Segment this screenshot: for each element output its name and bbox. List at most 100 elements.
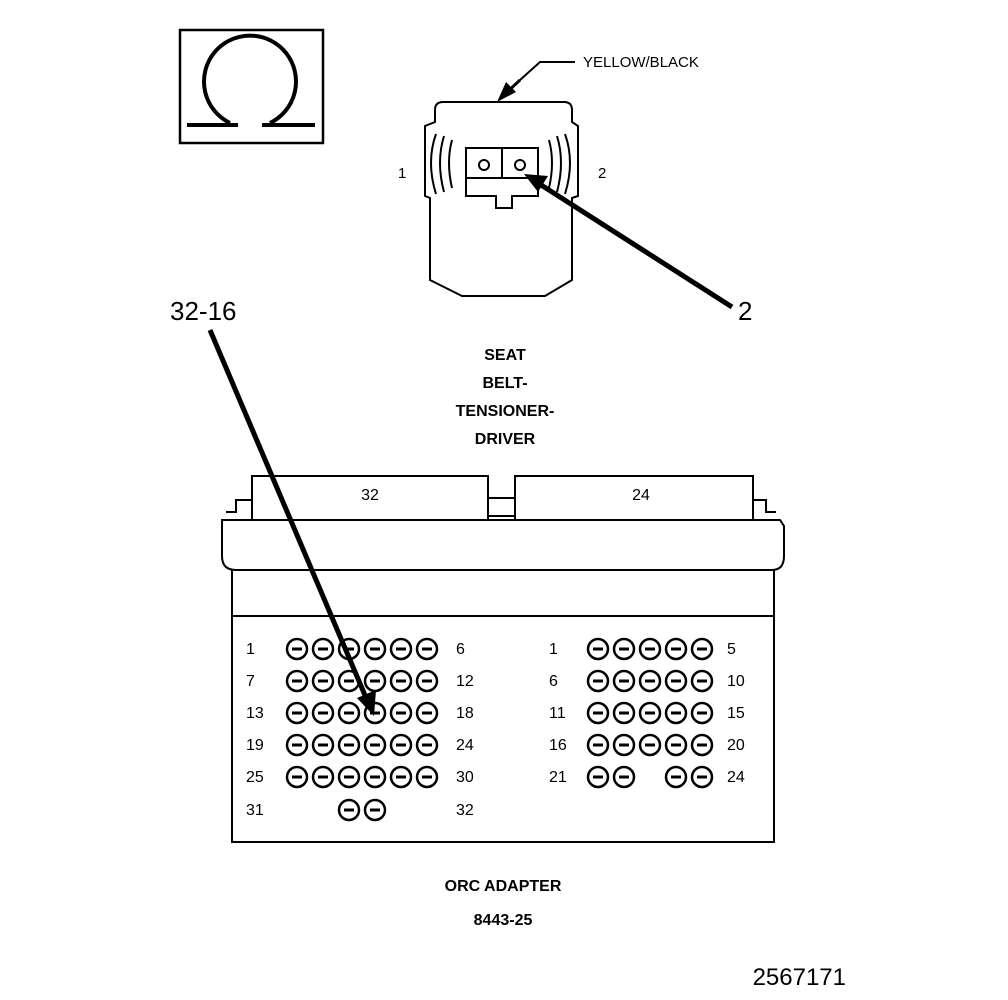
pin-cavity bbox=[415, 669, 439, 693]
pin-cavity bbox=[638, 637, 662, 661]
pin-row: 21 24 bbox=[549, 765, 745, 789]
pin-cavity bbox=[363, 669, 387, 693]
pin-cavity bbox=[311, 701, 335, 725]
pin-cavity bbox=[415, 637, 439, 661]
connector-side-label-2: 2 bbox=[598, 165, 606, 182]
pin-cavity bbox=[415, 765, 439, 789]
figure-id: 2567171 bbox=[753, 964, 846, 991]
pin-cavity bbox=[311, 765, 335, 789]
row-start-number: 7 bbox=[246, 673, 255, 690]
pin-cavity bbox=[690, 765, 714, 789]
pin-cavity bbox=[363, 765, 387, 789]
pin-32-16-callout-arrow bbox=[207, 329, 376, 716]
connector-name-line-2: BELT- bbox=[482, 375, 527, 392]
pin-cavity bbox=[586, 637, 610, 661]
pin-cavity bbox=[612, 733, 636, 757]
row-end-number: 24 bbox=[727, 769, 745, 786]
pin-block-24: 1 5 6 10 11 15 16 20 21 24 bbox=[549, 637, 745, 789]
pin-cavity bbox=[285, 765, 309, 789]
row-end-number: 30 bbox=[456, 769, 474, 786]
connector-side-label-1: 1 bbox=[398, 165, 406, 182]
pin-cavity bbox=[285, 733, 309, 757]
row-end-number: 6 bbox=[456, 641, 465, 658]
pin-2-callout-arrow bbox=[524, 174, 734, 310]
row-end-number: 32 bbox=[456, 802, 474, 819]
pin-cavity bbox=[664, 669, 688, 693]
ohm-icon bbox=[178, 28, 325, 145]
orc-adapter-body bbox=[221, 475, 785, 843]
adapter-tab-right-label: 24 bbox=[632, 487, 650, 504]
row-start-number: 13 bbox=[246, 705, 264, 722]
connector-name-line-4: DRIVER bbox=[475, 431, 536, 448]
pin-cavity bbox=[612, 637, 636, 661]
pin-cavity bbox=[586, 733, 610, 757]
row-start-number: 6 bbox=[549, 673, 558, 690]
pin-cavity bbox=[389, 765, 413, 789]
pin-cavity bbox=[690, 669, 714, 693]
pin-row: 25 30 bbox=[246, 765, 474, 789]
pin-row: 6 10 bbox=[549, 669, 745, 693]
pin-row: 1 5 bbox=[549, 637, 736, 661]
pin-row: 1 6 bbox=[246, 637, 465, 661]
pin-cavity bbox=[415, 701, 439, 725]
pin-row: 7 12 bbox=[246, 669, 474, 693]
pin-cavity bbox=[389, 701, 413, 725]
connector-name-line-1: SEAT bbox=[484, 347, 526, 364]
pin-cavity bbox=[311, 669, 335, 693]
wire-color-label: YELLOW/BLACK bbox=[583, 54, 699, 71]
pin-cavity bbox=[638, 701, 662, 725]
pin-cavity bbox=[612, 669, 636, 693]
pin-cavity bbox=[664, 701, 688, 725]
pin-cavity bbox=[285, 701, 309, 725]
pin-32-16-callout-label: 32-16 bbox=[170, 296, 237, 326]
pin-row: 11 15 bbox=[549, 701, 745, 725]
pin-cavity bbox=[664, 765, 688, 789]
pin-cavity bbox=[311, 637, 335, 661]
pin-cavity bbox=[664, 637, 688, 661]
pin-cavity bbox=[586, 669, 610, 693]
pin-cavity bbox=[690, 701, 714, 725]
pin-cavity bbox=[586, 701, 610, 725]
adapter-number: 8443-25 bbox=[474, 912, 533, 929]
pin-row: 19 24 bbox=[246, 733, 474, 757]
pin-cavity bbox=[664, 733, 688, 757]
pin-2-callout-label: 2 bbox=[738, 296, 752, 326]
connector-name-line-3: TENSIONER- bbox=[456, 403, 555, 420]
row-end-number: 5 bbox=[727, 641, 736, 658]
pin-block-32: 1 6 7 12 13 18 19 24 25 30 31 32 bbox=[246, 637, 474, 822]
pin-cavity bbox=[363, 798, 387, 822]
row-start-number: 19 bbox=[246, 737, 264, 754]
pin-row: 31 32 bbox=[246, 798, 474, 822]
row-end-number: 24 bbox=[456, 737, 474, 754]
wire-color-leader bbox=[497, 61, 575, 102]
pin-cavity bbox=[285, 669, 309, 693]
row-start-number: 1 bbox=[549, 641, 558, 658]
row-end-number: 18 bbox=[456, 705, 474, 722]
pin-cavity bbox=[638, 669, 662, 693]
pin-cavity bbox=[389, 669, 413, 693]
row-end-number: 10 bbox=[727, 673, 745, 690]
pin-cavity bbox=[586, 765, 610, 789]
pin-cavity bbox=[363, 637, 387, 661]
row-start-number: 31 bbox=[246, 802, 264, 819]
row-start-number: 1 bbox=[246, 641, 255, 658]
row-start-number: 16 bbox=[549, 737, 567, 754]
pin-cavity bbox=[415, 733, 439, 757]
pin-cavity bbox=[612, 701, 636, 725]
pin-cavity bbox=[690, 733, 714, 757]
pin-row: 16 20 bbox=[549, 733, 745, 757]
pin-row: 13 18 bbox=[246, 701, 474, 725]
pin-cavity bbox=[690, 637, 714, 661]
seat-belt-connector bbox=[424, 101, 579, 297]
pin-cavity bbox=[389, 733, 413, 757]
row-end-number: 12 bbox=[456, 673, 474, 690]
pin-cavity bbox=[337, 798, 361, 822]
pin-cavity bbox=[612, 765, 636, 789]
pin-cavity bbox=[389, 637, 413, 661]
pin-cavity bbox=[337, 765, 361, 789]
adapter-tab-left-label: 32 bbox=[361, 487, 379, 504]
adapter-name: ORC ADAPTER bbox=[445, 878, 562, 895]
pin-cavity bbox=[285, 637, 309, 661]
pin-cavity bbox=[337, 701, 361, 725]
